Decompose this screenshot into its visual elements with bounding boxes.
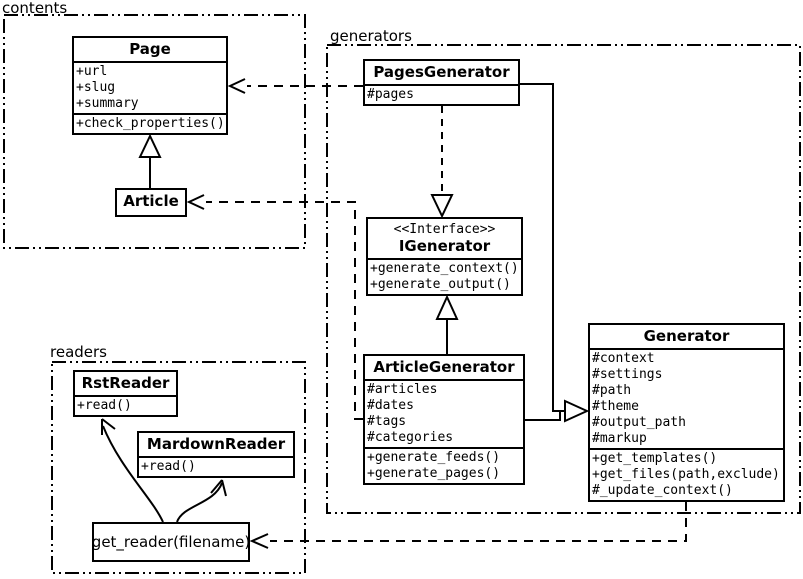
attribute-row: #dates [367, 398, 414, 413]
open-arrowhead-article [186, 194, 205, 210]
class-title-page: Page [129, 40, 171, 58]
attribute-row: #output_path [592, 415, 686, 430]
class-box-pagesgenerator: PagesGenerator #pages [363, 59, 520, 106]
package-border-generators [326, 44, 801, 514]
method-row: +read() [141, 459, 196, 474]
edge-pagesgenerator-to-generator [520, 83, 565, 412]
package-label-readers: readers [50, 343, 107, 361]
attribute-row: #articles [367, 382, 438, 397]
methods-compartment: +get_templates() +get_files(path,exclude… [590, 448, 783, 500]
method-row: +generate_feeds() [367, 450, 501, 465]
methods-compartment: +generate_context() +generate_output() [368, 258, 521, 294]
open-arrowhead-rstreader [101, 418, 116, 435]
open-arrowhead-getreader [249, 533, 269, 549]
attributes-compartment: #pages [365, 84, 518, 104]
open-arrowhead-mardownreader [210, 479, 227, 497]
methods-compartment: +read() [75, 395, 176, 415]
class-title-article: Article [123, 192, 179, 210]
class-title-generator: Generator [643, 327, 730, 345]
attribute-row: #pages [367, 87, 414, 102]
method-row: +read() [77, 398, 132, 413]
attribute-row: #settings [592, 367, 663, 382]
attribute-row: #categories [367, 430, 454, 445]
attributes-compartment: #context #settings #path #theme #output_… [590, 348, 783, 448]
realization-triangle-igenerator-top [430, 194, 454, 219]
edge-articlegenerator-to-article [206, 201, 363, 420]
class-box-igenerator: <<Interface>> IGenerator +generate_conte… [366, 217, 523, 296]
edge-getreader-to-mardownreader [176, 482, 223, 523]
class-title-rstreader: RstReader [81, 374, 170, 392]
method-row: +get_files(path,exclude) [592, 467, 780, 482]
class-stereotype-interface: <<Interface>> [393, 222, 496, 237]
package-label-generators: generators [330, 27, 412, 45]
class-box-page: Page +url +slug +summary +check_properti… [72, 36, 228, 135]
class-box-rstreader: RstReader +read() [73, 370, 178, 417]
class-title-igenerator: IGenerator [398, 237, 491, 255]
attribute-row: #context [592, 351, 655, 366]
methods-compartment: +generate_feeds() +generate_pages() [365, 447, 523, 483]
class-title-pagesgenerator: PagesGenerator [373, 63, 510, 81]
inheritance-triangle-page [138, 133, 162, 158]
class-title-mardownreader: MardownReader [146, 435, 286, 453]
attribute-row: #markup [592, 431, 647, 446]
attributes-compartment: +url +slug +summary [74, 61, 226, 113]
class-box-generator: Generator #context #settings #path #them… [588, 323, 785, 502]
edge-generator-to-getreader [270, 502, 687, 542]
attribute-row: #theme [592, 399, 639, 414]
realization-triangle-igenerator-bottom [435, 294, 459, 320]
edge-articlegenerator-to-generator [525, 410, 565, 421]
class-box-mardownreader: MardownReader +read() [137, 431, 295, 478]
package-border-contents [3, 14, 306, 249]
attribute-row: +summary [76, 96, 139, 111]
package-border-readers [51, 361, 306, 574]
package-label-contents: contents [2, 0, 68, 17]
method-row: +generate_output() [370, 277, 511, 292]
attribute-row: #path [592, 383, 632, 398]
method-row: +get_templates() [592, 451, 718, 466]
attributes-compartment: #articles #dates #tags #categories [365, 379, 523, 447]
method-row: +check_properties() [76, 116, 225, 131]
open-arrowhead-page [227, 78, 246, 94]
method-row: +generate_context() [370, 261, 519, 276]
methods-compartment: +read() [139, 456, 293, 476]
function-box-get-reader: get_reader(filename) [92, 522, 250, 562]
attribute-row: +url [76, 64, 108, 79]
methods-compartment: +check_properties() [74, 113, 226, 133]
attribute-row: #tags [367, 414, 407, 429]
method-row: +generate_pages() [367, 466, 501, 481]
inheritance-triangle-generator [564, 399, 590, 423]
method-row: #_update_context() [592, 483, 733, 498]
class-title-articlegenerator: ArticleGenerator [373, 358, 515, 376]
class-box-articlegenerator: ArticleGenerator #articles #dates #tags … [363, 354, 525, 485]
attribute-row: +slug [76, 80, 116, 95]
get-reader-label: get_reader(filename) [91, 533, 251, 551]
class-box-article: Article [115, 188, 187, 217]
edge-getreader-to-rstreader [102, 425, 164, 523]
